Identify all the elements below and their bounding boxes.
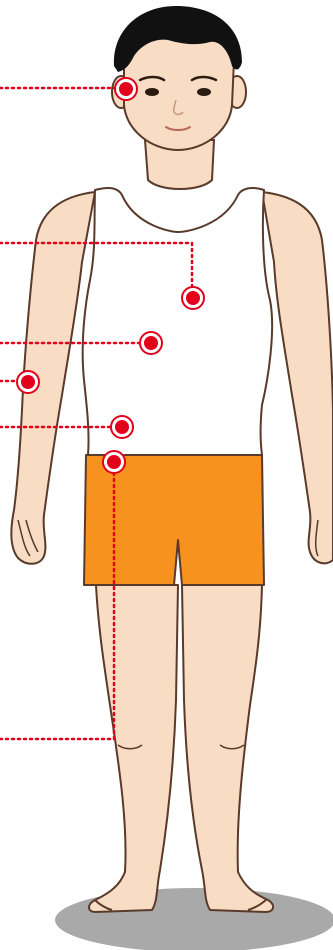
tank-top [83, 188, 272, 455]
head [112, 6, 246, 150]
marker-face[interactable] [115, 78, 137, 100]
marker-waist[interactable] [111, 416, 133, 438]
ground-shadow [55, 888, 333, 950]
marker-abdomen[interactable] [140, 332, 162, 354]
shorts [84, 455, 264, 585]
marker-hip[interactable] [103, 451, 125, 473]
marker-forearm[interactable] [17, 371, 39, 393]
marker-chest[interactable] [182, 287, 204, 309]
legs [89, 585, 273, 912]
